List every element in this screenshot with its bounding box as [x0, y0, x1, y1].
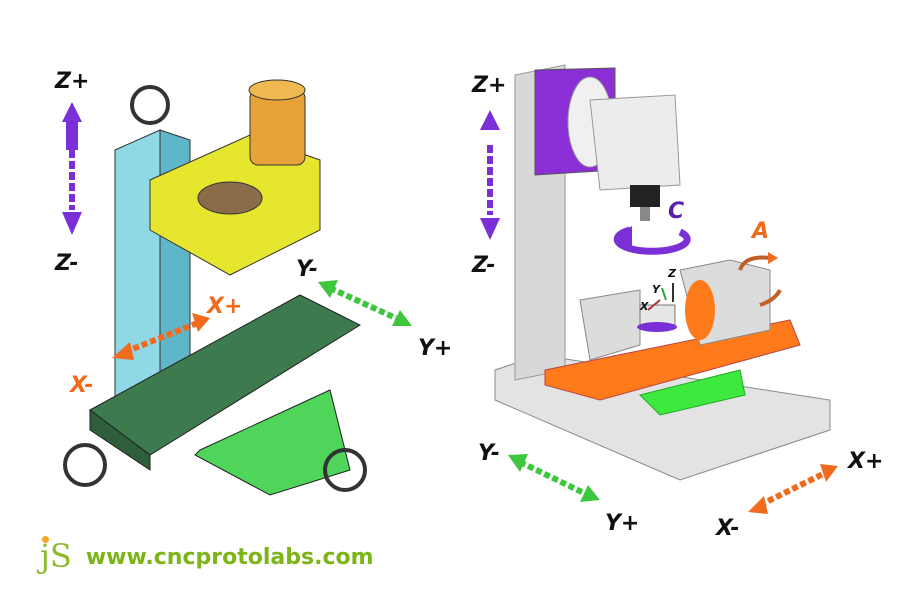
left-y-plus-label: Y+: [418, 336, 452, 361]
right-y-plus-label: Y+: [605, 511, 639, 536]
right-x-minus-label: X-: [714, 516, 739, 541]
right-x-arrow: [748, 464, 838, 514]
c-axis-label: C: [668, 199, 684, 224]
workpiece-coordinate-axes: Z Y X: [639, 267, 677, 313]
a-rotation-arrow: [738, 252, 782, 307]
left-x-arrow: [112, 313, 210, 360]
left-y-minus-label: Y-: [296, 257, 318, 282]
handwheel-icon: [323, 448, 367, 492]
left-x-minus-label: X-: [68, 373, 93, 398]
right-y-arrow: [508, 454, 600, 502]
right-y-minus-label: Y-: [478, 441, 500, 466]
watermark: jS www.cncprotolabs.com: [40, 536, 374, 575]
left-z-arrow: [62, 102, 82, 235]
a-axis-label: A: [750, 219, 769, 244]
left-z-plus-label: Z+: [54, 69, 89, 94]
left-y-arrow: [318, 280, 412, 326]
five-axis-machine-illustration: [494, 64, 831, 481]
manual-mill-illustration: [63, 79, 367, 496]
brand-logo: jS: [40, 536, 72, 575]
website-url: www.cncprotolabs.com: [85, 545, 374, 570]
left-z-minus-label: Z-: [54, 251, 78, 276]
left-x-plus-label: X+: [205, 294, 242, 319]
right-z-minus-label: Z-: [471, 253, 495, 278]
right-z-plus-label: Z+: [471, 73, 506, 98]
right-x-plus-label: X+: [846, 449, 883, 474]
handwheel-icon: [130, 85, 170, 125]
c-rotation-arrow: [613, 226, 691, 255]
coord-x-label: X: [639, 300, 649, 313]
logo-text: jS: [40, 537, 72, 575]
right-z-arrow: [480, 110, 500, 240]
coord-y-label: Y: [652, 283, 661, 296]
handwheel-icon: [63, 443, 107, 487]
coord-z-label: Z: [667, 267, 677, 280]
